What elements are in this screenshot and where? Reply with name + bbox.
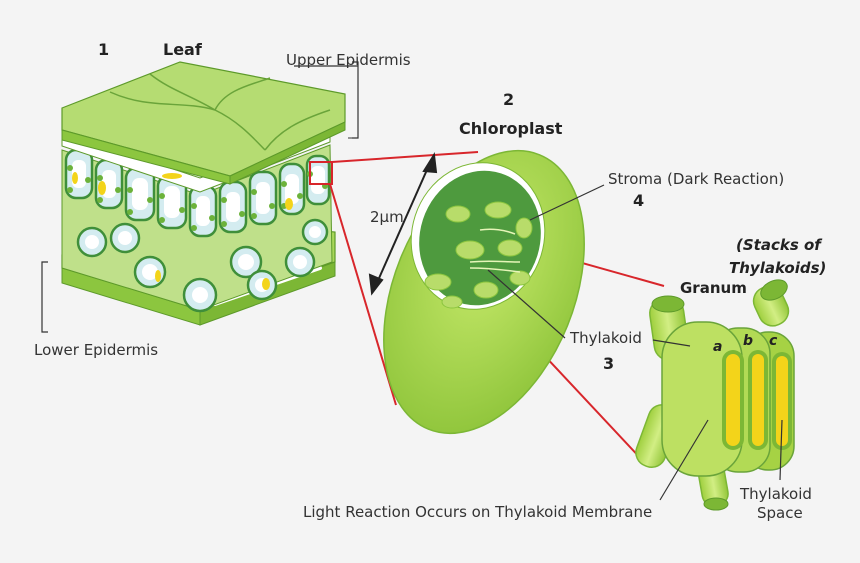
top-cell-lines: [109, 73, 331, 151]
letter-b: b: [743, 333, 754, 349]
stroma-number: 4: [633, 191, 645, 210]
thylakoid-space-label-line2: Space: [757, 504, 803, 522]
stacks-label-line2: Thylakoids): [729, 259, 827, 277]
leaf-cross-section: [41, 61, 359, 333]
stroma: [419, 170, 541, 306]
grana-discs: [424, 201, 533, 309]
letter-a: a: [713, 339, 723, 355]
spongy-cells: [76, 218, 329, 313]
thylakoid-number: 3: [603, 354, 615, 373]
letter-c: c: [769, 333, 778, 349]
leaf-number: 1: [98, 40, 110, 59]
leaf-label: Leaf: [163, 40, 202, 59]
granum: [635, 279, 795, 511]
stacks-label-line1: (Stacks of: [736, 236, 821, 254]
stroma-label: Stroma (Dark Reaction): [608, 170, 785, 188]
yellow-cell: [162, 173, 182, 179]
upper-epidermis-label: Upper Epidermis: [286, 51, 411, 69]
size-label: 2µm: [370, 208, 404, 226]
chloroplast-number: 2: [503, 90, 515, 109]
top-side-edge: [229, 121, 346, 185]
thylakoid-spaces: [722, 350, 792, 450]
thylakoid-label: Thylakoid: [570, 329, 642, 347]
palisade-cells: [64, 148, 331, 238]
light-reaction-label: Light Reaction Occurs on Thylakoid Membr…: [303, 503, 653, 521]
granum-label: Granum: [680, 279, 747, 297]
chloroplast: [383, 149, 585, 435]
thylakoid-space-label-line1: Thylakoid: [740, 485, 812, 503]
lower-epidermis-bracket: [41, 261, 48, 333]
chloroplast-label: Chloroplast: [459, 119, 563, 138]
leaf-zoom-box: [309, 161, 333, 185]
lower-epidermis-label: Lower Epidermis: [34, 341, 159, 359]
thylakoid-lamellae: [469, 228, 521, 273]
pointer-lines: [294, 65, 783, 501]
scale-arrow: [368, 152, 438, 296]
